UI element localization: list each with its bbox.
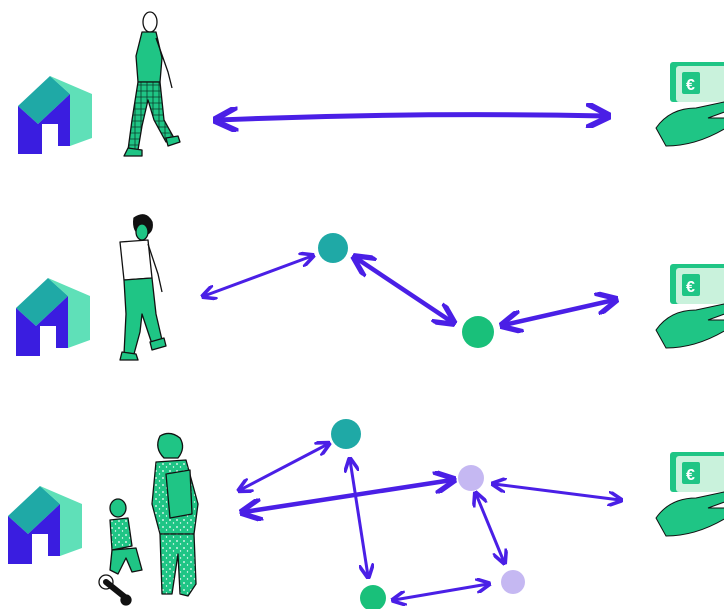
stop-node <box>331 419 361 449</box>
euro-symbol: € <box>686 467 695 484</box>
row-two-stop-route: € <box>16 214 724 361</box>
money-in-hand-icon: € <box>655 264 724 349</box>
route-arrows <box>240 444 620 600</box>
row-direct-route: € <box>18 11 724 157</box>
euro-symbol: € <box>686 77 695 94</box>
stop-node <box>458 465 484 491</box>
money-in-hand-icon: € <box>655 452 724 537</box>
stop-node <box>462 316 494 348</box>
stop-node <box>360 585 386 609</box>
arrow-home-to-money <box>218 115 606 120</box>
person-walking-icon <box>119 214 167 361</box>
house-icon <box>8 486 82 564</box>
house-icon <box>16 278 90 356</box>
row-multi-stop-route: € <box>8 419 724 609</box>
money-in-hand-icon: € <box>655 62 724 147</box>
stop-node <box>318 233 348 263</box>
house-icon <box>18 76 92 154</box>
stop-node <box>501 570 525 594</box>
route-arrows <box>204 256 614 325</box>
euro-symbol: € <box>686 279 695 296</box>
parent-with-child-icon <box>98 432 199 606</box>
person-walking-icon <box>123 11 181 157</box>
